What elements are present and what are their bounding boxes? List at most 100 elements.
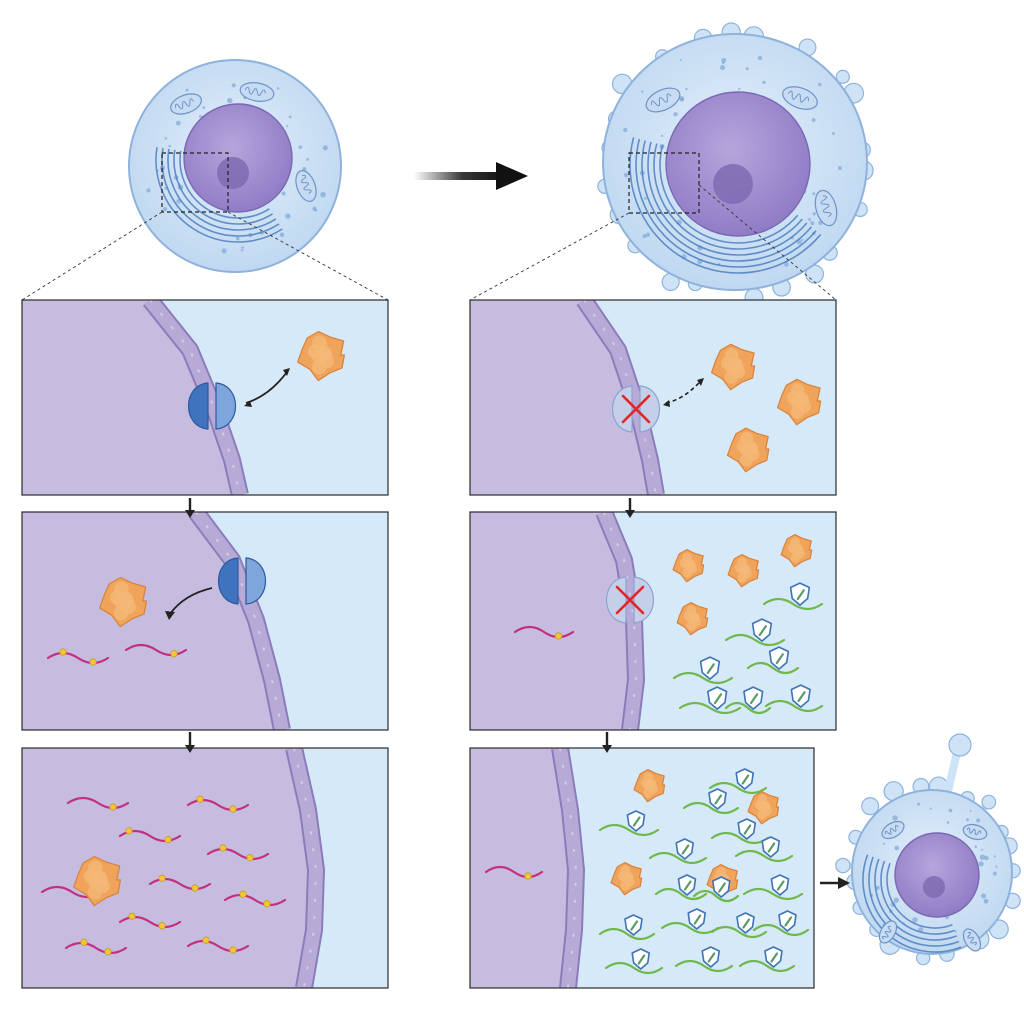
rna-strand-icon	[674, 959, 734, 973]
mitochondrion	[295, 170, 317, 202]
blocked-arrow	[665, 381, 701, 404]
mitochondrion	[962, 928, 982, 952]
shielded-rna	[710, 912, 768, 939]
channel-icon	[611, 385, 661, 433]
rna-strand-icon	[654, 887, 708, 901]
panel-right-2	[469, 511, 837, 731]
rna-strand-icon	[223, 890, 287, 908]
healthy-cell	[128, 59, 342, 273]
shield-icon	[736, 912, 755, 934]
zoom-box	[628, 152, 700, 214]
protein-icon	[727, 554, 760, 588]
result-cell	[835, 733, 1021, 966]
panel-left-2	[21, 511, 389, 731]
mitochondrion	[645, 87, 681, 113]
panel	[470, 512, 836, 730]
shielded-rna	[742, 874, 804, 901]
shielded-rna	[674, 946, 734, 973]
rna-strand-icon	[66, 796, 130, 811]
rna-strand-icon	[724, 701, 772, 715]
cross-icon	[615, 585, 645, 615]
panel-right-1	[469, 299, 837, 496]
panel-frame	[469, 299, 837, 496]
nucleolus	[217, 157, 249, 189]
shielded-rna	[708, 768, 768, 795]
shield-icon	[701, 946, 721, 968]
mitochondrion	[878, 920, 898, 944]
rna-strand-icon	[660, 921, 720, 935]
shielded-rna	[678, 686, 742, 715]
rna-strand-icon	[513, 625, 575, 640]
membrane	[551, 748, 585, 988]
rna-strand-icon	[738, 959, 796, 973]
shielded-rna	[672, 656, 734, 685]
cells-layer	[128, 22, 1021, 966]
channel-icon	[187, 382, 237, 430]
channel-icon	[605, 576, 655, 624]
shield-icon	[764, 946, 783, 968]
arrow-icon	[625, 498, 635, 518]
rna-strand-icon	[724, 633, 786, 647]
zoom-box	[161, 152, 229, 213]
panel	[22, 512, 388, 730]
arrow-icon	[185, 498, 195, 518]
shield-icon	[626, 810, 646, 832]
shield-icon	[699, 656, 721, 680]
protein-icon	[676, 602, 709, 636]
panel-frame	[21, 747, 389, 989]
shielded-rna	[724, 686, 772, 715]
stressed-cell	[597, 22, 874, 307]
nucleus	[665, 91, 811, 237]
panel-frame	[469, 747, 815, 989]
shielded-rna	[692, 876, 740, 903]
rna-strand-icon	[484, 865, 544, 880]
nucleus	[894, 832, 980, 918]
shield-icon	[711, 876, 731, 898]
shielded-rna	[710, 818, 770, 845]
rna-strand-icon	[648, 851, 708, 865]
rna-strand-icon	[708, 781, 768, 795]
mitochondrion	[782, 86, 818, 110]
transport-arrow	[169, 587, 213, 615]
shielded-rna	[734, 836, 794, 863]
shielded-rna	[682, 788, 740, 815]
protein-icon	[777, 378, 822, 426]
shielded-rna	[654, 874, 708, 901]
shielded-rna	[762, 582, 824, 611]
panel-frame	[21, 511, 389, 731]
zoom-lines-layer	[21, 184, 837, 301]
rna-strand-icon	[124, 643, 188, 658]
shield-icon	[708, 788, 727, 810]
panels-layer	[21, 299, 837, 989]
arrow-icon	[185, 732, 195, 753]
protein-icon	[633, 769, 666, 803]
membrane	[188, 512, 291, 730]
shielded-rna	[648, 838, 708, 865]
shield-icon	[789, 582, 811, 606]
shield-icon	[624, 914, 643, 936]
nucleolus	[923, 876, 945, 898]
shield-icon	[761, 836, 781, 858]
arrow-icon	[602, 732, 612, 753]
shield-icon	[751, 618, 773, 642]
rna-strand-icon	[598, 927, 656, 941]
endoplasmic-reticulum	[155, 146, 283, 243]
protein-icon	[780, 534, 813, 568]
shielded-rna	[724, 618, 786, 647]
shielded-rna	[598, 810, 660, 837]
rna-strand-icon	[186, 795, 250, 813]
shielded-rna	[752, 910, 810, 937]
protein-icon	[297, 330, 345, 382]
channel-icon	[217, 557, 267, 605]
zoom-line	[21, 211, 163, 301]
shielded-rna	[764, 684, 824, 713]
shield-icon	[687, 908, 707, 930]
shield-icon	[707, 686, 728, 710]
rna-strand-icon	[604, 961, 664, 975]
panel	[22, 748, 388, 988]
protein-icon	[747, 791, 780, 825]
shield-icon	[735, 768, 755, 790]
rna-strand-icon	[710, 925, 768, 939]
rna-strand-icon	[672, 671, 734, 685]
rna-strand-icon	[598, 823, 660, 837]
